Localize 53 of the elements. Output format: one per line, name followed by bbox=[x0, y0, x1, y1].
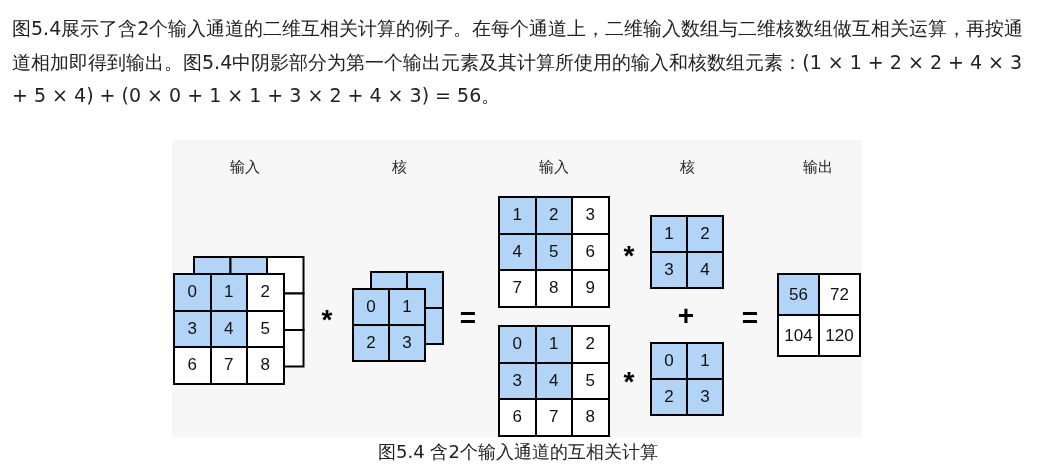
array-cell: 4 bbox=[686, 251, 724, 289]
array-cell: 3 bbox=[173, 309, 212, 348]
array-cell: 8 bbox=[246, 346, 285, 385]
figure-caption: 图5.4 含2个输入通道的互相关计算 bbox=[377, 440, 659, 464]
operator-symbol: = bbox=[459, 304, 477, 332]
array-cell: 7 bbox=[209, 346, 248, 385]
array-cell: 8 bbox=[534, 269, 573, 308]
array-cell: 72 bbox=[818, 273, 861, 316]
array-cell: 3 bbox=[498, 361, 537, 400]
array-cell: 7 bbox=[534, 398, 573, 437]
array-cell: 3 bbox=[686, 378, 724, 416]
column-heading: 输出 bbox=[803, 158, 833, 177]
array-cell: 2 bbox=[246, 273, 285, 312]
array-cell: 1 bbox=[388, 288, 426, 326]
array-cell: 2 bbox=[650, 378, 688, 416]
array-cell: 1 bbox=[498, 196, 537, 235]
array-cell: 7 bbox=[498, 269, 537, 308]
array-cell: 1 bbox=[650, 215, 688, 253]
array-cell: 0 bbox=[352, 288, 390, 326]
array-cell: 4 bbox=[498, 232, 537, 271]
array-cell: 0 bbox=[650, 342, 688, 380]
array-cell: 56 bbox=[777, 273, 820, 316]
operator-symbol: * bbox=[321, 306, 333, 334]
column-heading: 输入 bbox=[230, 158, 260, 177]
operator-symbol: * bbox=[623, 368, 635, 396]
array-cell: 3 bbox=[650, 251, 688, 289]
operator-symbol: + bbox=[677, 302, 695, 330]
column-heading: 核 bbox=[679, 158, 695, 177]
column-heading: 核 bbox=[391, 158, 407, 177]
array-cell: 3 bbox=[571, 196, 610, 235]
array-cell: 8 bbox=[571, 398, 610, 437]
array-cell: 6 bbox=[173, 346, 212, 385]
array-cell: 2 bbox=[534, 196, 573, 235]
description-paragraph: 图5.4展示了含2个输入通道的二维互相关计算的例子。在每个通道上，二维输入数组与二维核数组做互相关运算，再按通道相加即得到输出。图5.4中阴影部分为第一个输出元素及其计算所使用的输入和核数组元素：(1 × 1 + 2 × 2 + 4 × 3 + 5 × 4) + (0 × 0 + 1 × 1 + 3 × 2 + 4 × 3) = 56。 bbox=[12, 16, 1025, 108]
array-cell: 1 bbox=[534, 325, 573, 364]
array-cell: 6 bbox=[498, 398, 537, 437]
column-heading: 输入 bbox=[539, 158, 569, 177]
array-cell: 5 bbox=[246, 309, 285, 348]
array-cell: 2 bbox=[571, 325, 610, 364]
array-cell: 1 bbox=[686, 342, 724, 380]
array-cell: 1 bbox=[209, 273, 248, 312]
array-cell: 6 bbox=[571, 232, 610, 271]
operator-symbol: = bbox=[741, 304, 759, 332]
operator-symbol: * bbox=[623, 242, 635, 270]
array-cell: 120 bbox=[818, 314, 861, 357]
array-cell: 104 bbox=[777, 314, 820, 357]
array-cell: 0 bbox=[173, 273, 212, 312]
array-cell: 2 bbox=[686, 215, 724, 253]
array-cell: 0 bbox=[498, 325, 537, 364]
array-cell: 5 bbox=[571, 361, 610, 400]
array-cell: 3 bbox=[388, 324, 426, 362]
array-cell: 2 bbox=[352, 324, 390, 362]
array-cell: 9 bbox=[571, 269, 610, 308]
